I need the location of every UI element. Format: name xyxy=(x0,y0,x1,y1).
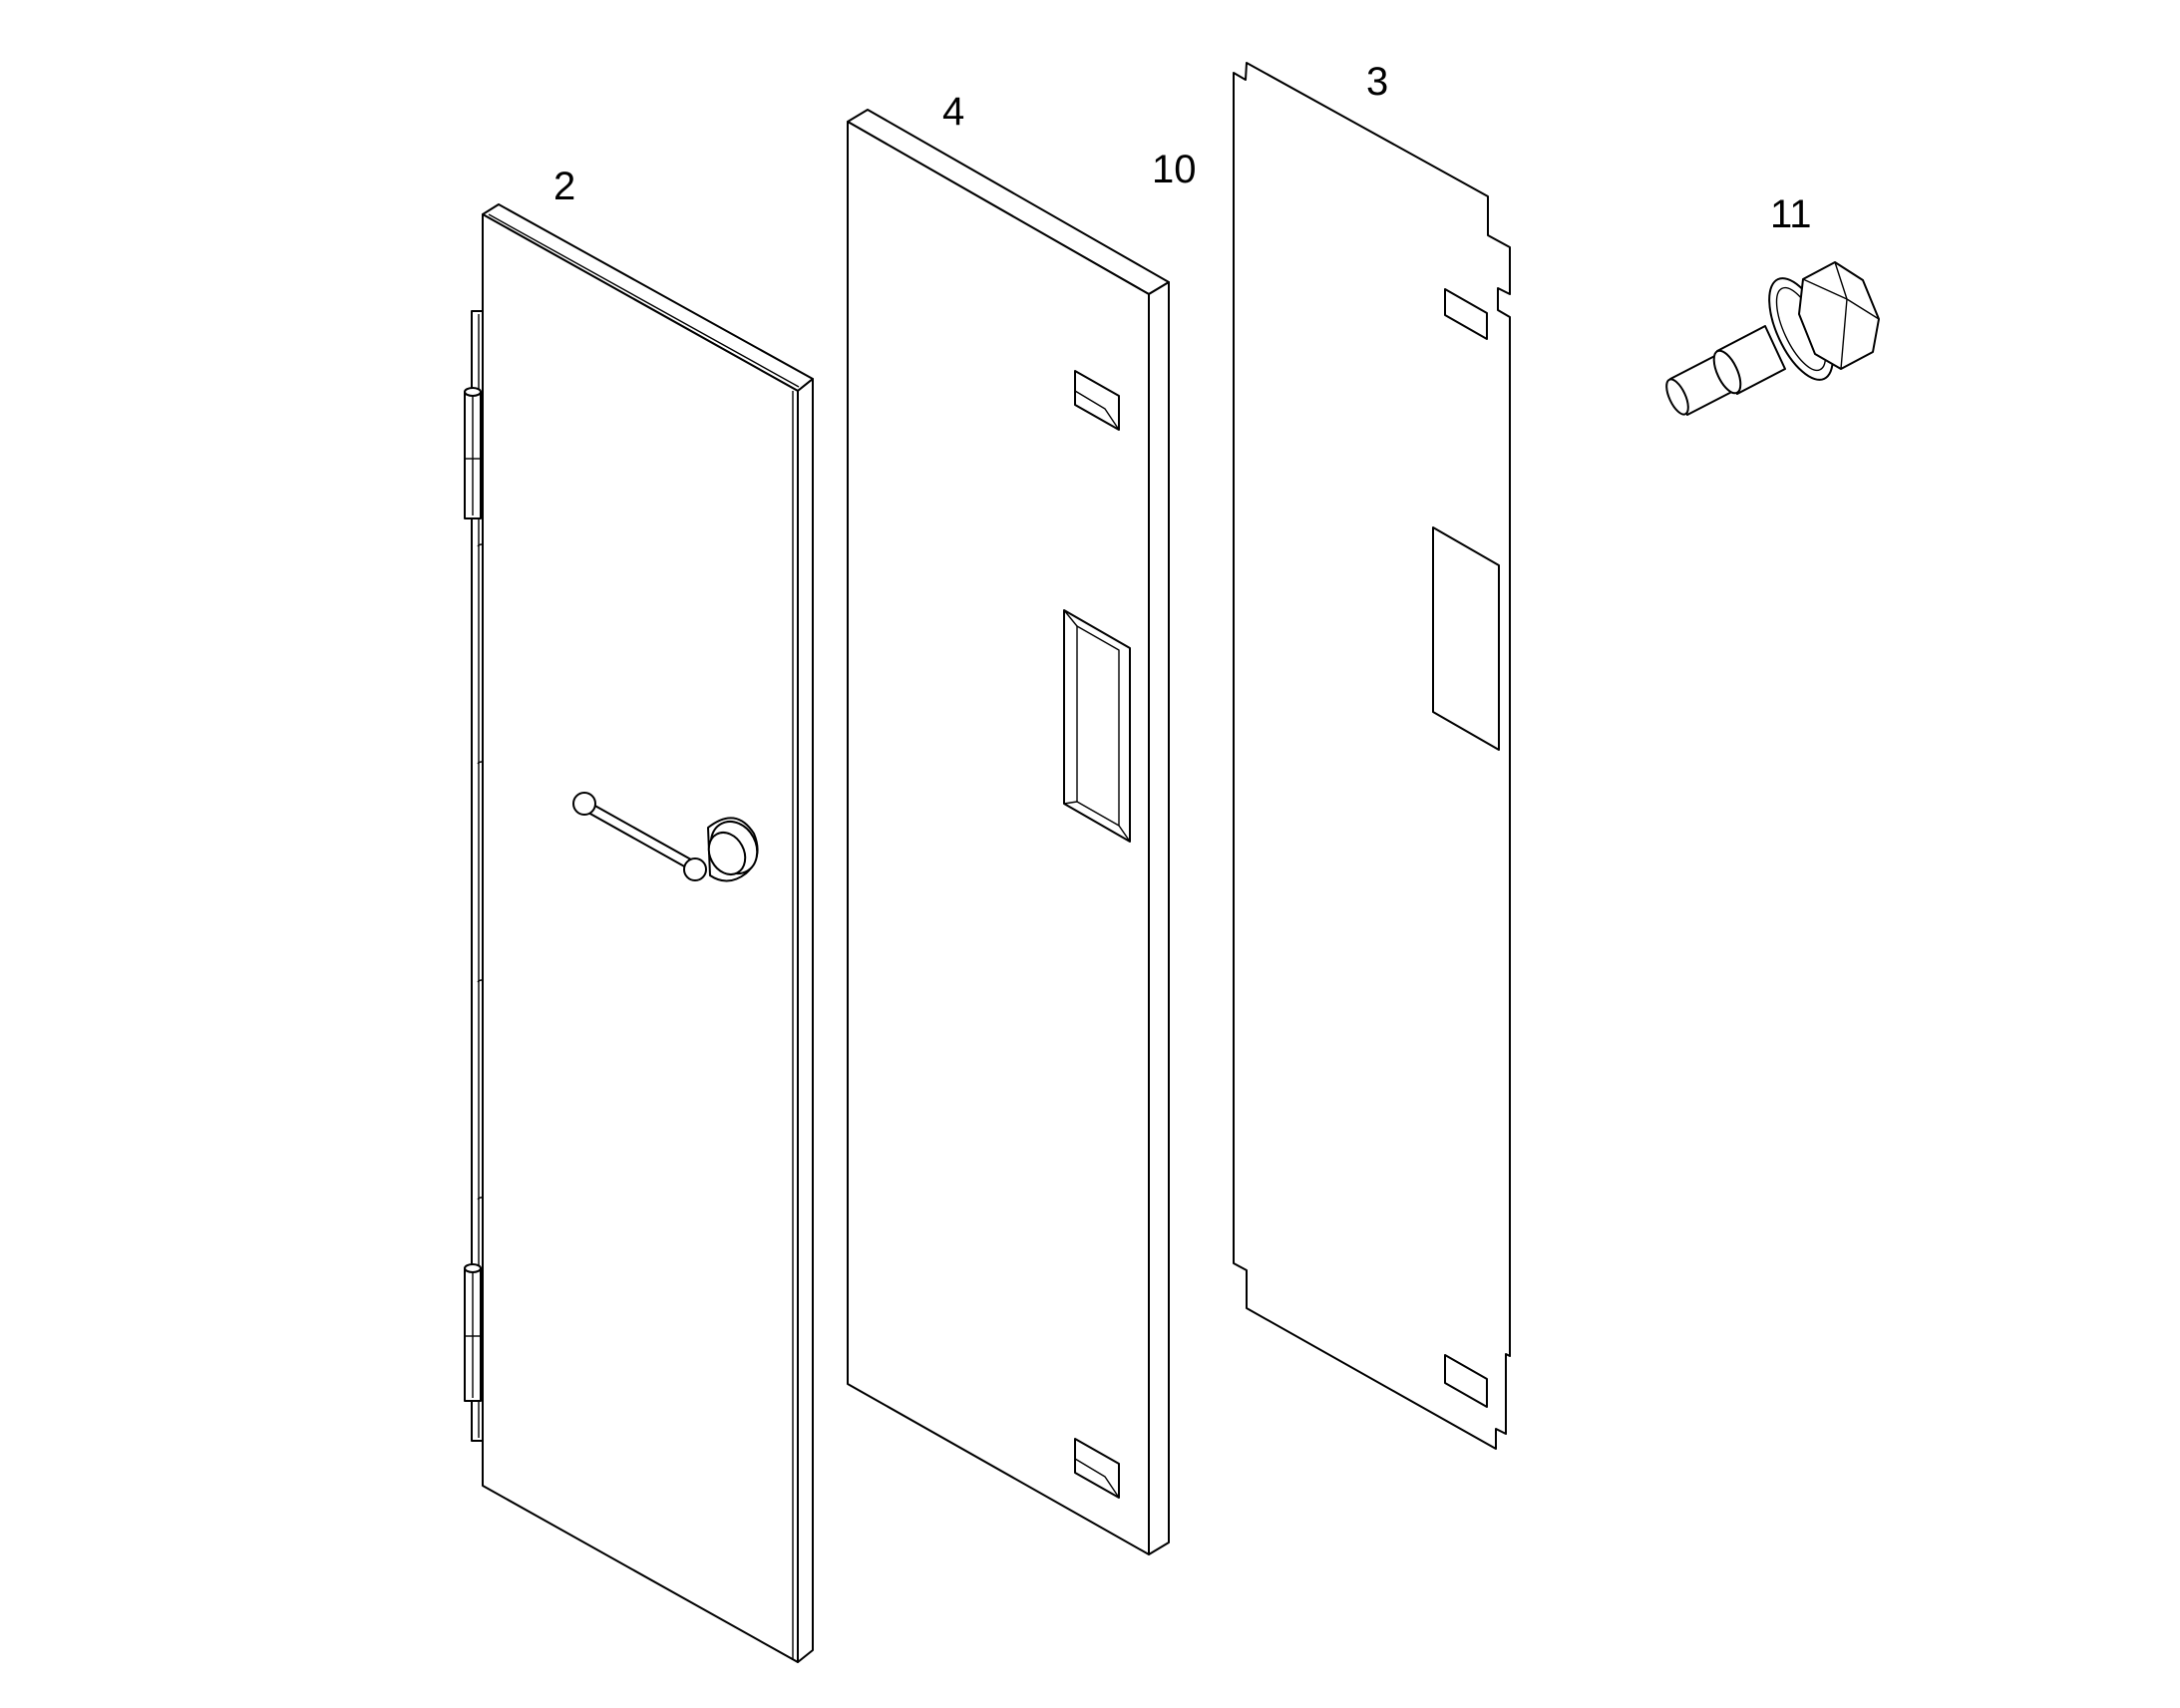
liner-lower-cutout xyxy=(1444,1354,1488,1408)
lower-slot xyxy=(1074,1438,1120,1499)
callout-screw: 11 xyxy=(1770,192,1812,236)
screw-icon xyxy=(1665,261,1880,416)
inner-liner-sheet xyxy=(1233,62,1511,1450)
gasket-panel xyxy=(847,109,1170,1555)
callout-liner-insulation: 10 xyxy=(1152,148,1197,191)
door-assembly xyxy=(464,203,814,1663)
callout-liner: 3 xyxy=(1366,60,1388,104)
upper-slot xyxy=(1074,370,1120,431)
liner-center-cutout xyxy=(1432,526,1500,751)
callout-door: 2 xyxy=(553,165,575,208)
callout-gasket: 4 xyxy=(942,90,964,134)
bottom-hinge xyxy=(464,1263,482,1402)
handle-icon xyxy=(572,792,759,882)
top-hinge xyxy=(464,387,482,519)
liner-upper-cutout xyxy=(1444,288,1488,340)
center-recess xyxy=(1063,609,1131,843)
